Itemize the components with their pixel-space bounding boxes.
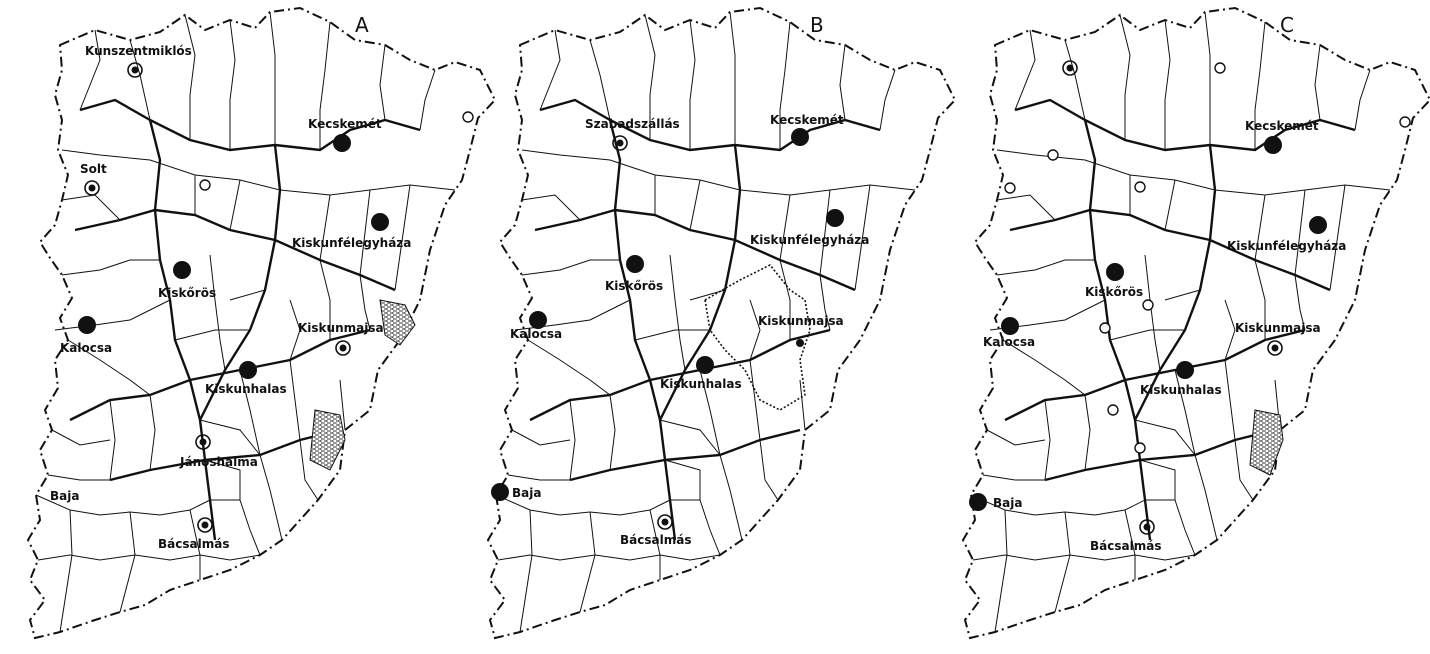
kiskunmajsa-district-outline: [704, 263, 811, 411]
city-marker-ring: [335, 340, 351, 356]
city-marker-dot: [826, 209, 844, 227]
city-marker-dot: [696, 356, 714, 374]
city-label: Kiskunhalas: [660, 377, 742, 391]
city-label: Kiskunmajsa: [1235, 321, 1321, 335]
city-marker-dot: [796, 339, 804, 347]
city-marker-dot: [1106, 263, 1124, 281]
city-marker-dot: [529, 311, 547, 329]
panel-letter-b: B: [810, 13, 824, 37]
marsh-area: [309, 409, 346, 471]
city-label: Kiskőrös: [605, 279, 663, 293]
medium-center-marker: [1062, 60, 1078, 76]
city-marker-ring: [197, 517, 213, 533]
city-label: Kalocsa: [60, 341, 112, 355]
city-marker-dot: [491, 483, 509, 501]
city-marker-dot: [78, 316, 96, 334]
city-label: Kiskunmajsa: [298, 321, 384, 335]
city-marker-dot: [1309, 216, 1327, 234]
city-label: Baja: [50, 489, 79, 503]
city-label: Bácsalmás: [158, 537, 229, 551]
city-label: Solt: [80, 162, 107, 176]
city-marker-dot: [1001, 317, 1019, 335]
city-marker-dot: [1176, 361, 1194, 379]
city-label: Kecskemét: [308, 117, 382, 131]
city-label: Kiskunfélegyháza: [1227, 239, 1346, 253]
city-label: Bácsalmás: [620, 533, 691, 547]
city-marker-dot: [371, 213, 389, 231]
city-label: Kecskemét: [1245, 119, 1319, 133]
city-marker-dot: [173, 261, 191, 279]
small-center-markers: [1004, 62, 1411, 454]
panel-letter-c: C: [1280, 13, 1294, 37]
city-label: Baja: [512, 486, 541, 500]
city-marker-dot: [239, 361, 257, 379]
marsh-area: [379, 299, 416, 346]
city-label: Kalocsa: [510, 327, 562, 341]
city-label: Kalocsa: [983, 335, 1035, 349]
city-marker-dot: [626, 255, 644, 273]
city-marker-ring: [1267, 340, 1283, 356]
panel-letter-a: A: [355, 13, 369, 37]
map-panel-a: A Kunszentmiklós Kecskemét Solt Kiskunfé…: [27, 7, 496, 639]
map-panel-c: C Kecskemét Kiskunfélegyháza Kiskőrös Ka…: [962, 7, 1430, 639]
small-center-marker: [199, 179, 211, 191]
city-label: Jánoshalma: [179, 455, 258, 469]
city-marker-dot: [791, 128, 809, 146]
city-label: Szabadszállás: [585, 117, 680, 131]
city-label: Kiskunfélegyháza: [292, 236, 411, 250]
map-panel-b: B Szabadszállás Kecskemét Kiskunfélegyhá…: [487, 7, 956, 639]
city-marker-ring: [84, 180, 100, 196]
city-marker-dot: [969, 493, 987, 511]
city-label: Kiskőrös: [1085, 285, 1143, 299]
city-label: Kiskunfélegyháza: [750, 233, 869, 247]
city-marker-ring: [127, 62, 143, 78]
city-marker-ring: [1139, 519, 1155, 535]
city-label: Kiskunhalas: [1140, 383, 1222, 397]
city-marker-ring: [195, 434, 211, 450]
city-marker-ring: [657, 514, 673, 530]
city-label: Kiskunmajsa: [758, 314, 844, 328]
city-label: Kiskőrös: [158, 286, 216, 300]
city-label: Baja: [993, 496, 1022, 510]
city-label: Kiskunhalas: [205, 382, 287, 396]
city-marker-ring: [612, 135, 628, 151]
small-center-marker: [462, 111, 474, 123]
city-marker-dot: [1264, 136, 1282, 154]
city-label: Kecskemét: [770, 113, 844, 127]
city-marker-dot: [333, 134, 351, 152]
marsh-area: [1249, 409, 1284, 476]
city-label: Kunszentmiklós: [85, 44, 192, 58]
city-label: Bácsalmás: [1090, 539, 1161, 553]
